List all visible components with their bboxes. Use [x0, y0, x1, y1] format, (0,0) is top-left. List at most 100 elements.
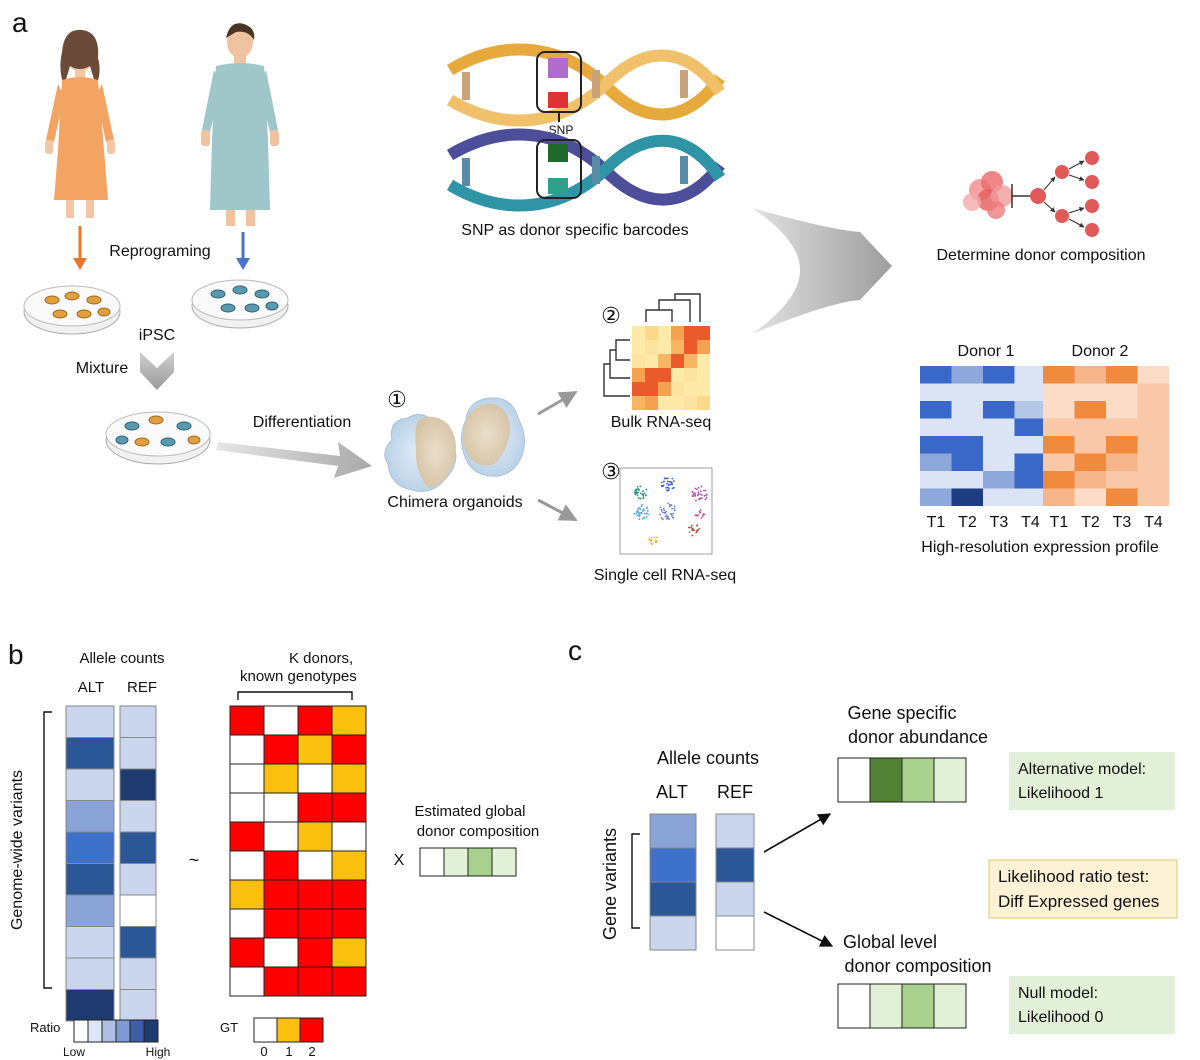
genotype-cell	[331, 850, 367, 881]
tsne-point	[660, 517, 663, 519]
tsne-point	[672, 486, 675, 489]
global-line2: donor composition	[844, 956, 991, 976]
genotype-cell	[297, 734, 333, 765]
gt-legend-swatch	[253, 1017, 278, 1043]
tsne-point	[671, 477, 674, 480]
tsne-point	[647, 513, 650, 516]
ipsc-dish-blue-icon	[191, 279, 289, 329]
b-ref-column	[119, 705, 157, 1022]
gene-specific-cell	[837, 757, 871, 803]
tsne-point	[636, 494, 639, 497]
donor1-expression-cell	[1014, 401, 1046, 419]
tsne-point	[691, 534, 694, 537]
tsne-point	[656, 536, 659, 539]
donor1-expression-cell	[983, 453, 1015, 471]
donor1-label: Donor 1	[958, 343, 1015, 360]
donor2-expression-cell	[1106, 401, 1138, 419]
tsne-point	[700, 497, 703, 499]
tsne-point	[645, 488, 648, 491]
donor2-expression-cell	[1074, 383, 1106, 401]
bulk-heatmap-cell	[632, 382, 645, 396]
b-variants-bracket	[43, 711, 52, 989]
tsne-point	[639, 492, 642, 495]
gt-legend	[253, 1017, 324, 1043]
c-global-bar	[837, 983, 967, 1029]
donor1-expression-cell	[983, 471, 1015, 489]
genotype-cell	[331, 763, 367, 794]
bulk-heatmap-cell	[645, 326, 658, 340]
donor2-expression-cell	[1137, 401, 1169, 419]
c-variants-bracket	[631, 833, 640, 929]
tsne-point	[667, 489, 670, 492]
tsne-point	[700, 485, 703, 488]
b-composition-cell	[467, 847, 493, 877]
bulk-heatmap-cell	[632, 354, 645, 368]
b-genotype-matrix	[229, 705, 367, 997]
tilde-symbol: ~	[189, 850, 200, 870]
gt-legend-label: GT	[220, 1020, 238, 1035]
donor1-expression-cell	[920, 401, 952, 419]
tsne-point	[638, 518, 641, 521]
tsne-point	[673, 507, 676, 510]
tsne-point	[672, 480, 675, 483]
tsne-point	[645, 515, 648, 518]
c-alt-cell	[649, 847, 697, 883]
global-cell	[901, 983, 935, 1029]
alt-model-line2: Likelihood 1	[1018, 785, 1104, 802]
tsne-point	[692, 493, 695, 495]
donor1-expression-cell	[1014, 366, 1046, 384]
genotype-cell	[297, 792, 333, 823]
donor1-expression-cell	[951, 418, 983, 436]
tsne-point	[697, 486, 700, 489]
alt-model-line1: Alternative model:	[1018, 761, 1146, 778]
donor1-expression-cell	[1014, 453, 1046, 471]
global-cell	[837, 983, 871, 1029]
tsne-point	[633, 491, 636, 494]
tsne-point	[648, 538, 651, 541]
arrow-to-bulk	[537, 390, 578, 416]
tsne-point	[699, 509, 702, 511]
c-alt-column	[649, 813, 697, 951]
tsne-point	[697, 491, 700, 494]
b-ref-cell	[119, 768, 157, 801]
bulk-heatmap-cell	[684, 340, 697, 354]
tsne-point	[691, 527, 694, 530]
b-alt-cell	[65, 863, 115, 896]
tsne-point	[698, 527, 701, 530]
donor1-expression-cell	[983, 366, 1015, 384]
tsne-point	[636, 510, 639, 512]
donor2-expression-cell	[1074, 488, 1106, 506]
global-cell	[933, 983, 967, 1029]
genotype-cell	[263, 821, 299, 852]
timepoint-label: T4	[1144, 514, 1163, 531]
bulk-heatmap-cell	[658, 326, 671, 340]
orange-arrow-head	[73, 258, 87, 270]
tsne-point	[687, 526, 690, 529]
b-alt-cell	[65, 926, 115, 959]
genotype-cell	[229, 821, 265, 852]
bulk-heatmap-cell	[658, 396, 671, 410]
genotype-cell	[297, 821, 333, 852]
donor1-expression-cell	[951, 366, 983, 384]
tsne-point	[639, 512, 642, 514]
b-alt-column	[65, 705, 115, 1022]
arrow-to-gene-specific	[763, 813, 832, 853]
tsne-point	[663, 509, 666, 512]
gt-tick-2: 2	[308, 1044, 315, 1059]
bulk-heatmap-cell	[684, 354, 697, 368]
chimera-organoid-icon	[384, 397, 525, 492]
donor1-expression-cell	[920, 383, 952, 401]
ratio-legend	[73, 1019, 159, 1043]
tsne-point	[690, 526, 693, 529]
tsne-point	[645, 507, 648, 510]
tsne-point	[645, 512, 648, 514]
bulk-heatmap-cell	[671, 396, 684, 410]
bulk-heatmap-cell	[645, 354, 658, 368]
donor1-expression-cell	[920, 471, 952, 489]
bulk-heatmap-cell	[684, 396, 697, 410]
ratio-legend-swatch	[143, 1019, 159, 1043]
tsne-point	[693, 529, 696, 532]
donor1-expression-cell	[983, 418, 1015, 436]
genotype-cell	[229, 705, 265, 736]
tsne-point	[667, 515, 669, 518]
